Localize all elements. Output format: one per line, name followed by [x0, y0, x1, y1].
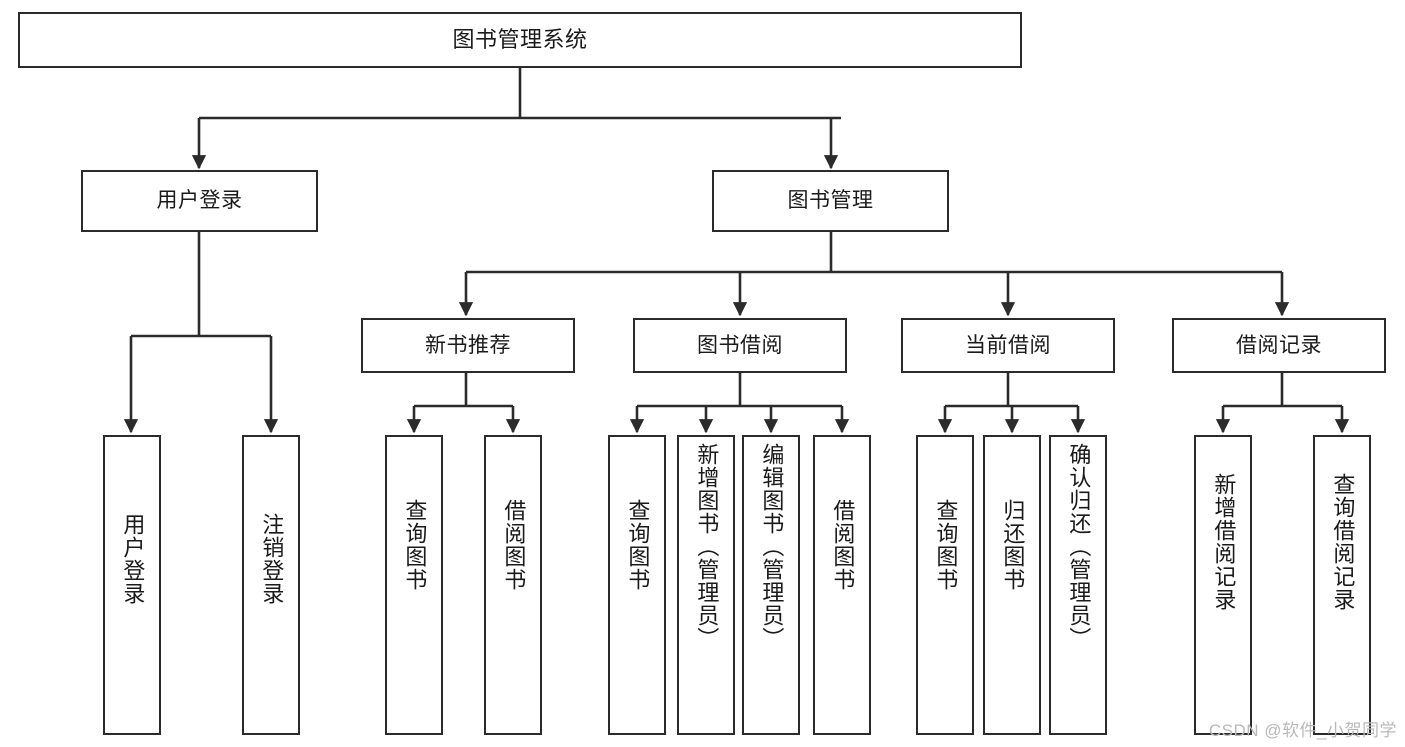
- leaf-user-login-logout[interactable]: 注销登录: [242, 435, 300, 735]
- leaf-label: 新增图书（管理员）: [694, 443, 720, 650]
- leaf-label: 查询图书: [402, 499, 428, 591]
- leaf-user-login-login[interactable]: 用户登录: [103, 435, 161, 735]
- leaf-current-return-book[interactable]: 归还图书: [983, 435, 1041, 735]
- leaf-record-query-borrow-record[interactable]: 查询借阅记录: [1313, 435, 1371, 735]
- leaf-label: 编辑图书（管理员）: [759, 443, 785, 650]
- node-label: 图书管理: [787, 189, 874, 213]
- node-borrow-record[interactable]: 借阅记录: [1172, 318, 1386, 373]
- leaf-borrow-borrow-book[interactable]: 借阅图书: [813, 435, 871, 735]
- leaf-new-book-borrow-book[interactable]: 借阅图书: [484, 435, 542, 735]
- leaf-label: 用户登录: [120, 513, 146, 605]
- node-label: 借阅记录: [1236, 333, 1322, 357]
- leaf-label: 确认归还（管理员）: [1066, 443, 1092, 650]
- leaf-label: 借阅图书: [501, 499, 527, 591]
- leaf-borrow-add-book-admin[interactable]: 新增图书（管理员）: [677, 435, 735, 735]
- leaf-new-book-query-book[interactable]: 查询图书: [385, 435, 443, 735]
- leaf-label: 查询图书: [933, 499, 959, 591]
- node-current-borrow[interactable]: 当前借阅: [901, 318, 1115, 373]
- node-new-book-recommend[interactable]: 新书推荐: [361, 318, 575, 373]
- node-label: 用户登录: [156, 189, 243, 213]
- node-label: 图书借阅: [697, 333, 783, 357]
- leaf-label: 查询图书: [625, 499, 651, 591]
- leaf-borrow-query-book[interactable]: 查询图书: [608, 435, 666, 735]
- csdn-watermark: CSDN @软件_小贺同学: [1208, 721, 1397, 740]
- leaf-label: 借阅图书: [830, 499, 856, 591]
- leaf-record-add-borrow-record[interactable]: 新增借阅记录: [1194, 435, 1252, 735]
- leaf-current-confirm-return-admin[interactable]: 确认归还（管理员）: [1049, 435, 1107, 735]
- leaf-borrow-edit-book-admin[interactable]: 编辑图书（管理员）: [742, 435, 800, 735]
- node-book-borrow[interactable]: 图书借阅: [633, 318, 847, 373]
- leaf-current-query-book[interactable]: 查询图书: [916, 435, 974, 735]
- node-book-management[interactable]: 图书管理: [712, 170, 949, 232]
- node-label: 当前借阅: [965, 333, 1051, 357]
- leaf-label: 查询借阅记录: [1330, 473, 1356, 611]
- leaf-label: 归还图书: [1000, 499, 1026, 591]
- node-user-login[interactable]: 用户登录: [81, 170, 318, 232]
- node-label: 新书推荐: [425, 333, 511, 357]
- node-label: 图书管理系统: [452, 26, 588, 52]
- leaf-label: 新增借阅记录: [1211, 473, 1237, 611]
- node-root-book-management-system[interactable]: 图书管理系统: [18, 12, 1022, 68]
- leaf-label: 注销登录: [259, 513, 285, 605]
